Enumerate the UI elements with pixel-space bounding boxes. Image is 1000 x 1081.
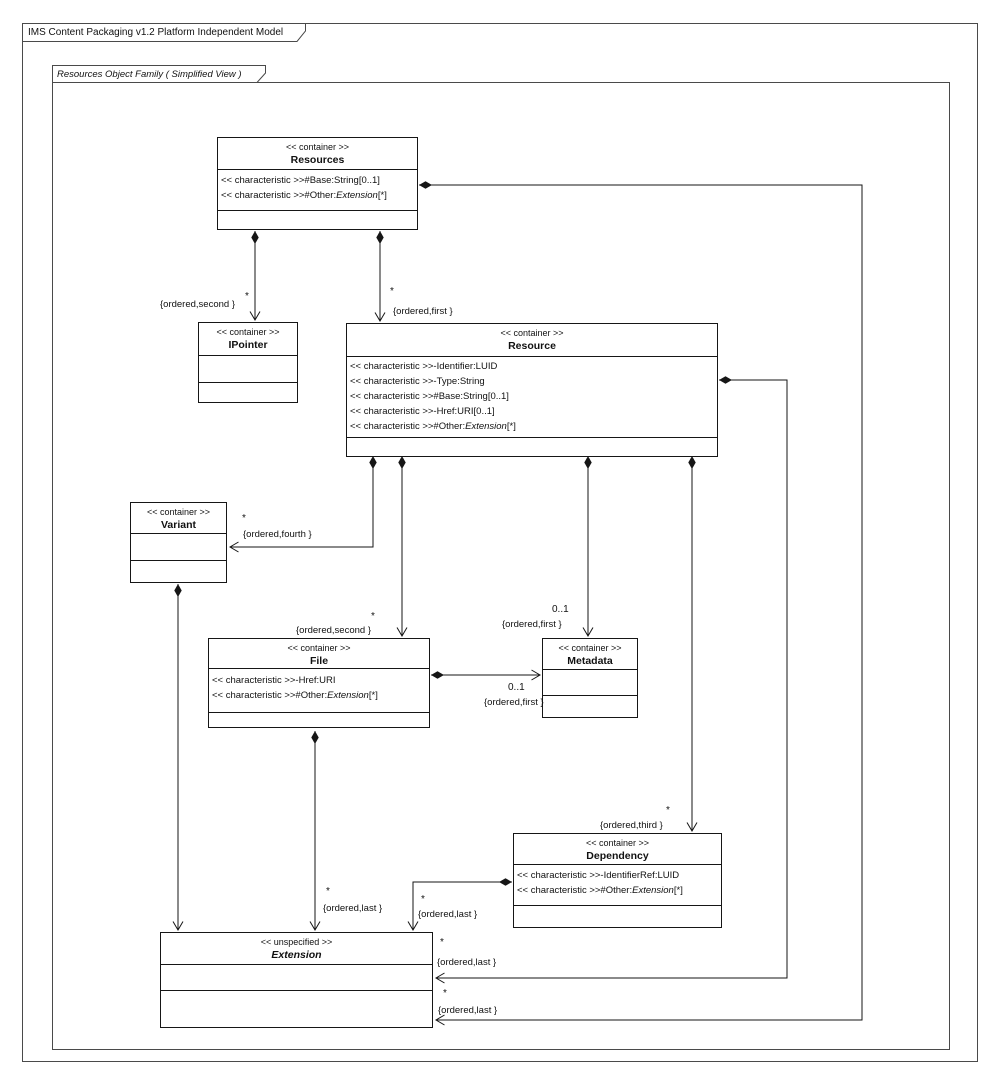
class-name: Metadata <box>567 655 613 667</box>
constraint-label: {ordered,last } <box>323 903 383 914</box>
operations-compartment <box>199 382 297 402</box>
class-dependency: << container >> Dependency << characteri… <box>513 833 722 928</box>
attribute-row: << characteristic >>-Href:URI[0..1] <box>350 406 495 417</box>
attributes-compartment <box>161 964 432 990</box>
edge-resource-extension <box>435 376 788 984</box>
constraint-label: {ordered,last } <box>437 957 497 968</box>
attribute-row: << characteristic >>#Base:String[0..1] <box>221 175 380 186</box>
inner-frame-title: Resources Object Family ( Simplified Vie… <box>57 69 242 80</box>
stereotype-label: << unspecified >> <box>260 937 333 947</box>
attribute-row: << characteristic >>#Other:Extension[*] <box>517 885 683 896</box>
class-name: Dependency <box>586 850 649 862</box>
multiplicity-label: * <box>390 286 394 297</box>
class-name: Resource <box>508 340 556 352</box>
class-name: File <box>309 655 329 667</box>
class-file: << container >> File << characteristic >… <box>208 638 430 728</box>
multiplicity-label: * <box>443 988 447 999</box>
class-ipointer: << container >> IPointer <box>198 322 298 403</box>
class-resource: << container >> Resource << characterist… <box>346 323 718 457</box>
multiplicity-label: * <box>371 611 375 622</box>
attribute-row: << characteristic >>#Other:Extension[*] <box>212 690 378 701</box>
operations-compartment <box>347 437 717 456</box>
outer-frame-tab <box>22 23 306 42</box>
class-metadata: << container >> Metadata <box>542 638 638 718</box>
class-extension: << unspecified >> Extension <box>160 932 433 1028</box>
constraint-label: {ordered,second } <box>296 625 372 636</box>
constraint-label: {ordered,last } <box>418 909 478 920</box>
attribute-row: << characteristic >>#Other:Extension[*] <box>221 190 387 201</box>
operations-compartment <box>218 210 417 229</box>
multiplicity-label: 0..1 <box>552 604 569 615</box>
class-name: IPointer <box>228 339 268 351</box>
attributes-compartment <box>131 533 226 560</box>
attribute-row: << characteristic >>#Other:Extension[*] <box>350 421 516 432</box>
edge-dependency-extension <box>407 878 512 931</box>
inner-frame-tab <box>52 65 266 83</box>
multiplicity-label: * <box>666 805 670 816</box>
constraint-label: {ordered,second } <box>160 299 236 310</box>
class-resources: << container >> Resources << characteris… <box>217 137 418 230</box>
constraint-label: {ordered,last } <box>438 1005 498 1016</box>
edge-resource-variant <box>229 456 377 553</box>
stereotype-label: << container >> <box>285 142 350 152</box>
operations-compartment <box>209 712 429 727</box>
constraint-label: {ordered,first } <box>393 306 453 317</box>
diagram-title: IMS Content Packaging v1.2 Platform Inde… <box>28 27 284 38</box>
outer-frame <box>22 23 978 1062</box>
multiplicity-label: * <box>326 886 330 897</box>
class-name: Variant <box>160 519 197 531</box>
stereotype-label: << container >> <box>500 328 564 338</box>
attribute-row: << characteristic >>-IdentifierRef:LUID <box>517 870 680 881</box>
stereotype-label: << container >> <box>146 507 211 517</box>
constraint-label: {ordered,fourth } <box>243 529 312 540</box>
stereotype-label: << container >> <box>558 643 622 653</box>
class-name: Extension <box>271 949 322 961</box>
edge-resources-extension <box>419 181 863 1026</box>
attribute-row: << characteristic >>-Identifier:LUID <box>350 361 498 372</box>
attribute-row: << characteristic >>-Type:String <box>350 376 485 387</box>
inner-frame <box>52 82 950 1050</box>
constraint-label: {ordered,first } <box>484 697 544 708</box>
attributes-compartment <box>199 355 297 382</box>
multiplicity-label: * <box>440 937 444 948</box>
class-variant: << container >> Variant <box>130 502 227 583</box>
stereotype-label: << container >> <box>287 643 351 653</box>
operations-compartment <box>514 905 721 927</box>
multiplicity-label: * <box>242 513 246 524</box>
multiplicity-label: * <box>421 894 425 905</box>
operations-compartment <box>161 990 432 1027</box>
constraint-label: {ordered,first } <box>502 619 562 630</box>
attributes-compartment <box>543 669 637 695</box>
operations-compartment <box>131 560 226 582</box>
multiplicity-label: 0..1 <box>508 682 525 693</box>
attribute-row: << characteristic >>-Href:URI <box>212 675 336 686</box>
multiplicity-label: * <box>245 291 249 302</box>
operations-compartment <box>543 695 637 717</box>
attribute-row: << characteristic >>#Base:String[0..1] <box>350 391 509 402</box>
stereotype-label: << container >> <box>585 838 650 848</box>
constraint-label: {ordered,third } <box>600 820 663 831</box>
stereotype-label: << container >> <box>216 327 280 337</box>
class-name: Resources <box>290 154 345 166</box>
